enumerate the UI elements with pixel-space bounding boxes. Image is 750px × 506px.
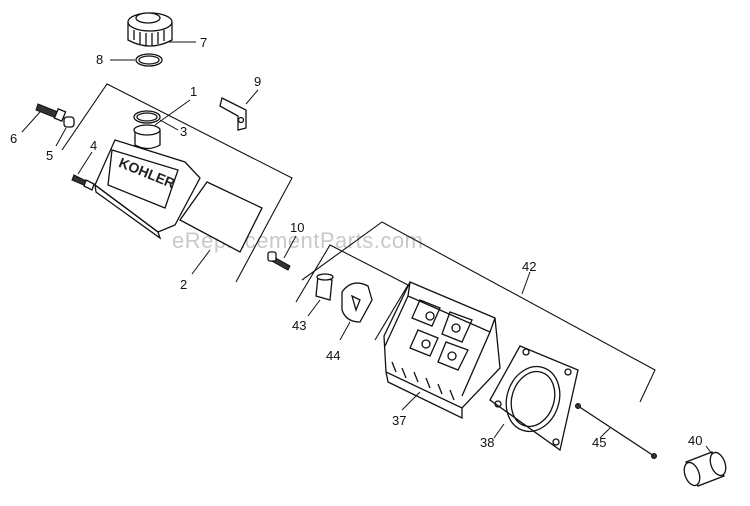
callout-2: 2: [180, 277, 187, 292]
o-ring-neck: [133, 110, 179, 131]
head-gasket: [489, 345, 579, 452]
frame-cylinder-head-group: [295, 221, 656, 403]
callout-7: 7: [200, 35, 207, 50]
callout-37: 37: [392, 413, 406, 428]
cylinder-head: [383, 281, 501, 420]
breather: [307, 273, 334, 317]
callout-44: 44: [326, 348, 340, 363]
valve-cover-gasket: [179, 181, 263, 275]
callout-40: 40: [688, 433, 702, 448]
callout-8: 8: [96, 52, 103, 67]
callout-45: 45: [592, 435, 606, 450]
dowel-sleeve: [683, 445, 727, 487]
stud: [267, 235, 297, 271]
o-ring-cap: [110, 53, 163, 67]
callout-38: 38: [480, 435, 494, 450]
callout-6: 6: [10, 131, 17, 146]
callout-5: 5: [46, 148, 53, 163]
oil-filler-cap: [127, 12, 196, 47]
grommet: [55, 116, 75, 147]
callout-43: 43: [292, 318, 306, 333]
callout-42: 42: [522, 259, 536, 274]
breather-fitting: [71, 151, 95, 191]
callout-1: 1: [190, 84, 197, 99]
callout-10: 10: [290, 220, 304, 235]
screw: [21, 103, 67, 133]
breather-cover: [339, 282, 373, 341]
callout-4: 4: [90, 138, 97, 153]
leader-42: [521, 271, 531, 295]
callout-9: 9: [254, 74, 261, 89]
push-rod: [575, 403, 657, 459]
callout-3: 3: [180, 124, 187, 139]
bracket: [219, 89, 259, 131]
frame-valve-cover-group: [61, 83, 293, 283]
valve-cover: KOHLER: [94, 99, 201, 240]
